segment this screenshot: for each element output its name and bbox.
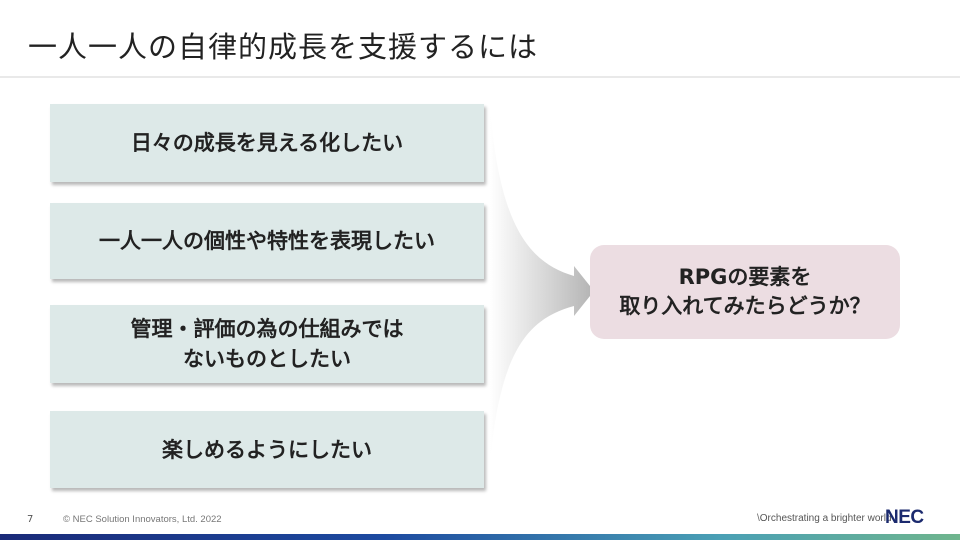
slide-title: 一人一人の自律的成長を支援するには: [28, 30, 539, 64]
conclusion-box: RPGの要素を 取り入れてみたらどうか？: [590, 245, 900, 339]
wish-box-4: 楽しめるようにしたい: [50, 411, 484, 488]
wish-box-2-text: 一人一人の個性や特性を表現したい: [99, 229, 435, 253]
wish-box-1: 日々の成長を見える化したい: [50, 104, 484, 182]
slogan-text: Orchestrating a brighter world: [759, 513, 892, 524]
funnel-arrow-icon: [490, 108, 594, 464]
brand-slogan: \Orchestrating a brighter world: [757, 513, 892, 524]
conclusion-text: RPGの要素を 取り入れてみたらどうか？: [619, 265, 871, 318]
wish-box-1-text: 日々の成長を見える化したい: [130, 131, 404, 155]
page-number: 7: [27, 514, 34, 525]
wish-box-3: 管理・評価の為の仕組みでは ないものとしたい: [50, 305, 484, 383]
wish-box-3-text: 管理・評価の為の仕組みでは ないものとしたい: [130, 317, 404, 371]
wish-box-4-text: 楽しめるようにしたい: [162, 437, 372, 462]
title-divider: [0, 76, 960, 78]
slogan-slash-icon: \: [757, 513, 760, 524]
footer-gradient-bar: [0, 534, 960, 540]
copyright-text: © NEC Solution Innovators, Ltd. 2022: [63, 514, 222, 525]
nec-logo: NEC: [885, 507, 924, 528]
wish-box-2: 一人一人の個性や特性を表現したい: [50, 203, 484, 279]
